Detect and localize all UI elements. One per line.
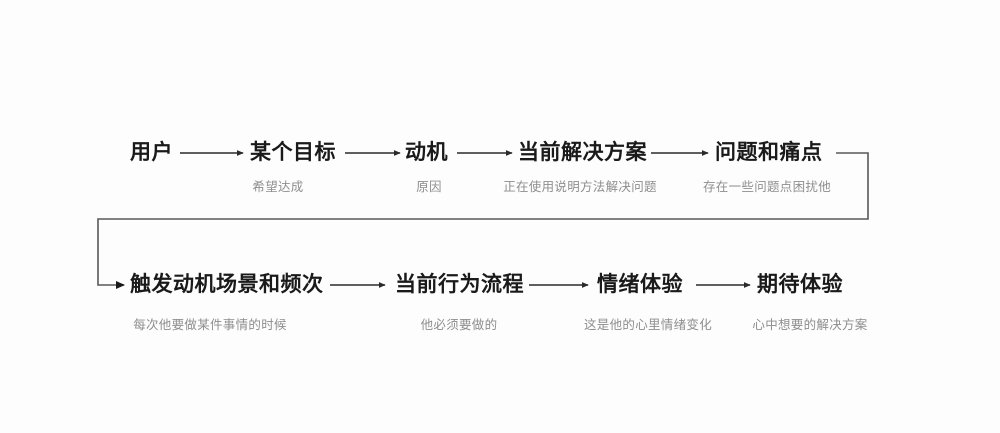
node-current-solution[interactable]: 当前解决方案 (518, 141, 647, 164)
node-trigger-scene[interactable]: 触发动机场景和频次 (130, 273, 324, 296)
node-expected-experience-sub: 心中想要的解决方案 (752, 318, 868, 332)
node-current-behavior-sub: 他必须要做的 (420, 318, 498, 332)
wrap-connector (97, 152, 869, 289)
node-goal[interactable]: 某个目标 (250, 141, 336, 164)
node-problems-pain[interactable]: 问题和痛点 (715, 141, 823, 164)
node-user[interactable]: 用户 (130, 141, 173, 164)
node-emotional-experience[interactable]: 情绪体验 (597, 273, 683, 296)
node-motivation[interactable]: 动机 (405, 141, 448, 164)
node-current-solution-sub: 正在使用说明方法解决问题 (503, 180, 657, 194)
node-problems-pain-sub: 存在一些问题点困扰他 (702, 180, 832, 194)
node-emotional-experience-sub: 这是他的心里情绪变化 (583, 318, 713, 332)
node-expected-experience[interactable]: 期待体验 (757, 273, 843, 296)
node-trigger-scene-sub: 每次他要做某件事情的时候 (133, 318, 287, 332)
node-current-behavior[interactable]: 当前行为流程 (395, 273, 524, 296)
node-goal-sub: 希望达成 (252, 180, 304, 194)
node-motivation-sub: 原因 (416, 180, 442, 194)
